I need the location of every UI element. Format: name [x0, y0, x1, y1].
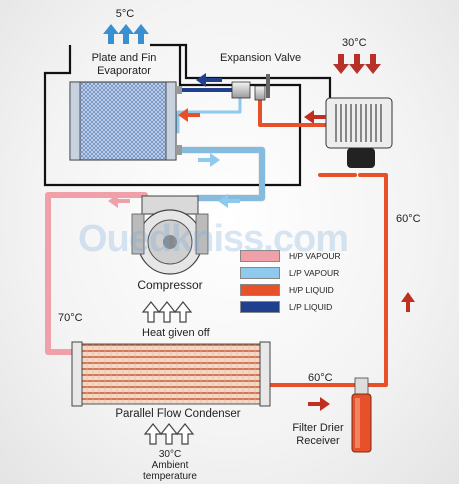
condenser: [71, 341, 271, 407]
hp-liquid-arrow-icon: [304, 110, 326, 124]
arrow-up-icon: [133, 24, 149, 44]
legend-swatch: [240, 284, 280, 296]
lp-vapour-arrow-icon: [198, 153, 220, 167]
ambient-label: Ambient temperature: [143, 460, 197, 482]
legend-label: H/P LIQUID: [289, 285, 334, 295]
arrow-up-icon: [103, 24, 119, 44]
watermark-text: Ouedkniss.com: [78, 218, 349, 260]
arrow-down-icon: [349, 54, 365, 74]
filter-drier-receiver: [351, 377, 372, 453]
flow-arrows: [108, 73, 415, 411]
condenser-fan: [325, 97, 393, 168]
hp-vapour-pipe: [45, 192, 148, 355]
lp-vapour-pipe: [175, 147, 265, 201]
ambient-arrows: [143, 423, 195, 445]
lp-vapour-arrow-icon: [218, 194, 240, 208]
hp-vapour-arrow-icon: [108, 194, 130, 208]
outline-arrow-up-icon: [141, 301, 161, 323]
hp-liquid-arrow-icon: [308, 397, 330, 411]
legend-label: L/P LIQUID: [289, 302, 333, 312]
outline-arrow-up-icon: [173, 301, 193, 323]
arrow-down-icon: [365, 54, 381, 74]
heat-given-off-label: Heat given off: [142, 327, 210, 339]
legend-swatch: [240, 250, 280, 262]
bottom-pipe-temp-label: 60°C: [308, 372, 333, 384]
evaporator-temp-label: 5°C: [115, 8, 135, 20]
filter-drier-label: Filter Drier Receiver: [292, 422, 344, 447]
legend-swatch: [240, 301, 280, 313]
evaporator-label: Plate and Fin Evaporator: [91, 52, 157, 77]
arrow-up-icon: [118, 24, 134, 44]
legend-label: L/P VAPOUR: [289, 268, 340, 278]
condenser-air-temp-label: 30°C: [342, 37, 367, 49]
legend-label: H/P VAPOUR: [289, 251, 341, 261]
outline-arrow-up-icon: [175, 423, 195, 445]
outline-arrow-up-icon: [143, 423, 163, 445]
left-pipe-temp-label: 70°C: [58, 312, 83, 324]
outline-arrow-up-icon: [159, 423, 179, 445]
hp-liquid-arrow-icon: [401, 292, 415, 312]
legend-swatch: [240, 267, 280, 279]
hp-liquid-pipe: [258, 98, 388, 387]
compressor: [131, 195, 209, 275]
heat-arrows: [141, 301, 193, 323]
evaporator: [69, 81, 182, 161]
cool-air-arrows: [103, 24, 149, 44]
condenser-label: Parallel Flow Condenser: [115, 408, 241, 420]
hot-air-arrows: [333, 54, 381, 74]
lp-liquid-arrow-icon: [196, 73, 222, 87]
hp-liquid-arrow-icon: [178, 108, 200, 122]
compressor-label: Compressor: [137, 278, 203, 292]
right-pipe-temp-label: 60°C: [396, 213, 421, 225]
expansion-valve: [231, 74, 270, 101]
ambient-temp-label: 30°C: [158, 449, 182, 460]
expansion-valve-label: Expansion Valve: [220, 52, 302, 64]
pipes: [45, 88, 388, 387]
outline-arrow-up-icon: [157, 301, 177, 323]
arrow-down-icon: [333, 54, 349, 74]
